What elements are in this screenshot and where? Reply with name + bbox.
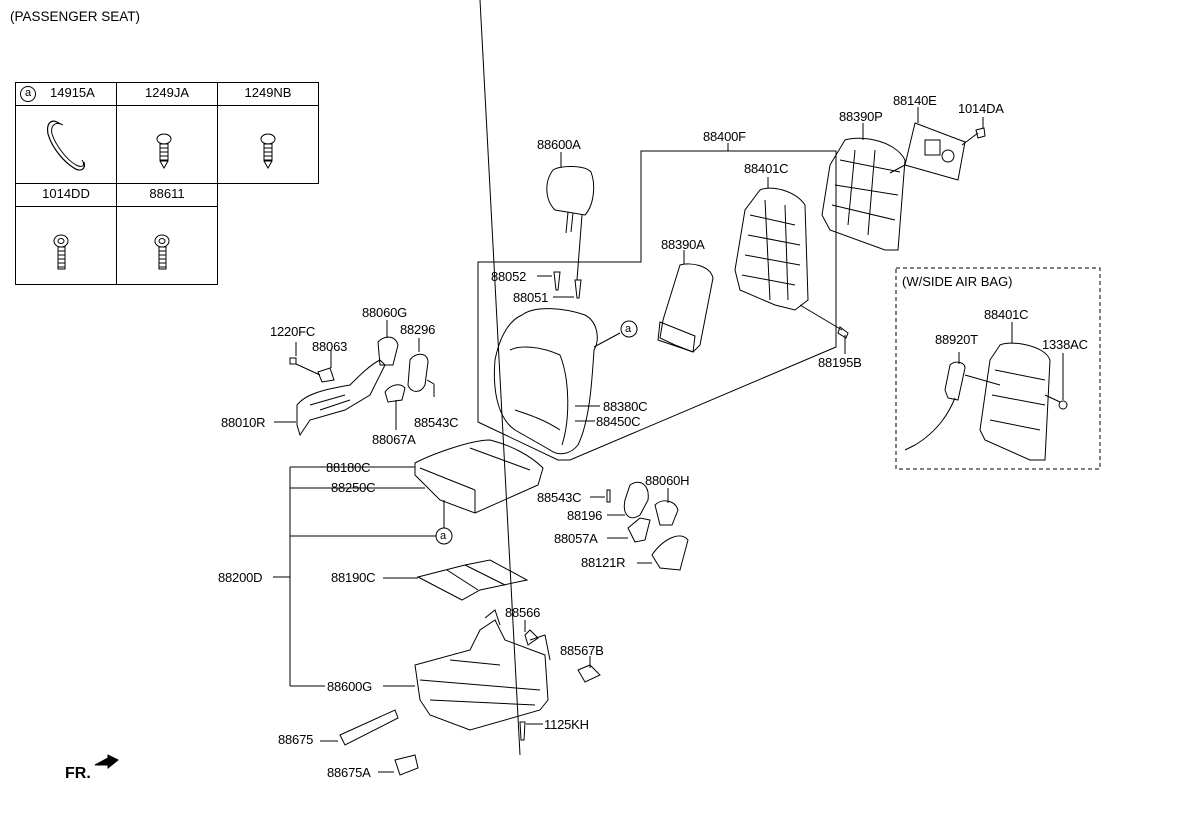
callout-1125KH: 1125KH (544, 717, 589, 732)
seat-cushion-part (290, 439, 544, 537)
front-direction-arrow-icon (94, 754, 119, 770)
legend-cell-1014DD: 1014DD (15, 183, 117, 285)
legend-cell-88611: 88611 (116, 183, 218, 285)
callout-88190C: 88190C (331, 570, 376, 585)
front-indicator: FR. (65, 765, 91, 782)
airbag-frame-part (904, 322, 1068, 461)
seatback-pad-part (657, 250, 714, 353)
seatback-cover-part (493, 308, 621, 455)
callout-88450C: 88450C (596, 414, 641, 429)
seatback-assembly-bracket (477, 150, 837, 461)
callout-88543C-top: 88543C (414, 415, 459, 430)
legend-part-number: 1249NB (218, 83, 318, 106)
callout-88140E: 88140E (893, 93, 937, 108)
callout-1338AC: 1338AC (1042, 337, 1088, 352)
airbag-variant-title: (W/SIDE AIR BAG) (902, 274, 1013, 289)
marker-a-label: a (625, 323, 631, 335)
callout-88920T: 88920T (935, 332, 978, 347)
callout-88390A: 88390A (661, 237, 705, 252)
callout-88051: 88051 (513, 290, 549, 305)
callout-88250C: 88250C (331, 480, 376, 495)
flange-bolt-icon (154, 234, 170, 270)
callout-88067A: 88067A (372, 432, 416, 447)
callout-88600A: 88600A (537, 137, 581, 152)
tapping-screw-icon (156, 133, 172, 170)
side-airbag-variant-box (895, 267, 1101, 470)
callout-1014DA: 1014DA (958, 101, 1004, 116)
callout-88296: 88296 (400, 322, 436, 337)
callout-88390P: 88390P (839, 109, 883, 124)
seat-track-part (320, 0, 601, 776)
callout-88380C: 88380C (603, 399, 648, 414)
callout-88196: 88196 (567, 508, 603, 523)
cushion-pad-part (383, 559, 529, 601)
legend-part-number: 1249JA (117, 83, 217, 106)
callout-88400F: 88400F (703, 129, 746, 144)
callout-88010R: 88010R (221, 415, 266, 430)
callout-88057A: 88057A (554, 531, 598, 546)
legend-cell-1249NB: 1249NB (217, 82, 319, 184)
headrest-part (546, 152, 595, 281)
callout-88052: 88052 (491, 269, 527, 284)
callout-88121R: 88121R (581, 555, 626, 570)
marker-a-icon (620, 320, 638, 338)
callout-88675A: 88675A (327, 765, 371, 780)
tapping-screw-icon (260, 133, 276, 170)
seatback-board-part (821, 123, 906, 251)
callout-88401C-airbag: 88401C (984, 307, 1029, 322)
flange-bolt-icon (53, 234, 69, 270)
legend-cell-1249JA: 1249JA (116, 82, 218, 184)
inner-side-parts (590, 481, 689, 571)
callout-88567B: 88567B (560, 643, 604, 658)
callout-88195B: 88195B (818, 355, 862, 370)
legend-part-number: 14915A (50, 85, 95, 100)
callout-88200D: 88200D (218, 570, 263, 585)
callout-1220FC: 1220FC (270, 324, 316, 339)
callout-88063: 88063 (312, 339, 348, 354)
callout-88180C: 88180C (326, 460, 371, 475)
marker-a-icon: a (20, 86, 36, 102)
callout-88566: 88566 (505, 605, 541, 620)
wire-clip-icon (47, 120, 85, 171)
marker-a-icon (435, 527, 453, 545)
rear-pocket-panel-part (889, 107, 986, 181)
callout-88543C-right: 88543C (537, 490, 582, 505)
legend-part-number: 88611 (117, 184, 217, 207)
legend-part-number: 1014DD (16, 184, 116, 207)
headrest-guide-parts (537, 271, 582, 299)
seatback-frame-part (734, 177, 849, 354)
callout-88060G: 88060G (362, 305, 408, 320)
side-cover-parts (274, 320, 435, 437)
callout-88600G: 88600G (327, 679, 373, 694)
callout-88401C: 88401C (744, 161, 789, 176)
callout-88060H: 88060H (645, 473, 690, 488)
marker-a-label: a (440, 530, 446, 542)
callout-88675: 88675 (278, 732, 314, 747)
diagram-title: (PASSENGER SEAT) (10, 9, 141, 24)
